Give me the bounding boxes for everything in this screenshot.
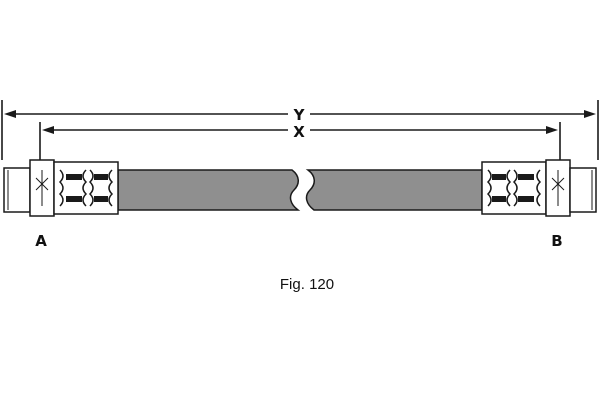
hose-body-right xyxy=(305,169,483,211)
hose-body-left xyxy=(117,169,301,211)
fitting-b xyxy=(481,159,597,217)
dimension-x xyxy=(39,122,561,160)
fitting-a xyxy=(3,159,119,217)
dimension-y-label: Y xyxy=(293,106,306,124)
end-label-b: B xyxy=(551,232,562,250)
end-label-a: A xyxy=(35,232,47,250)
dimension-x-label: X xyxy=(293,123,305,141)
figure-caption: Fig. 120 xyxy=(280,276,334,293)
dimension-y xyxy=(1,100,599,160)
